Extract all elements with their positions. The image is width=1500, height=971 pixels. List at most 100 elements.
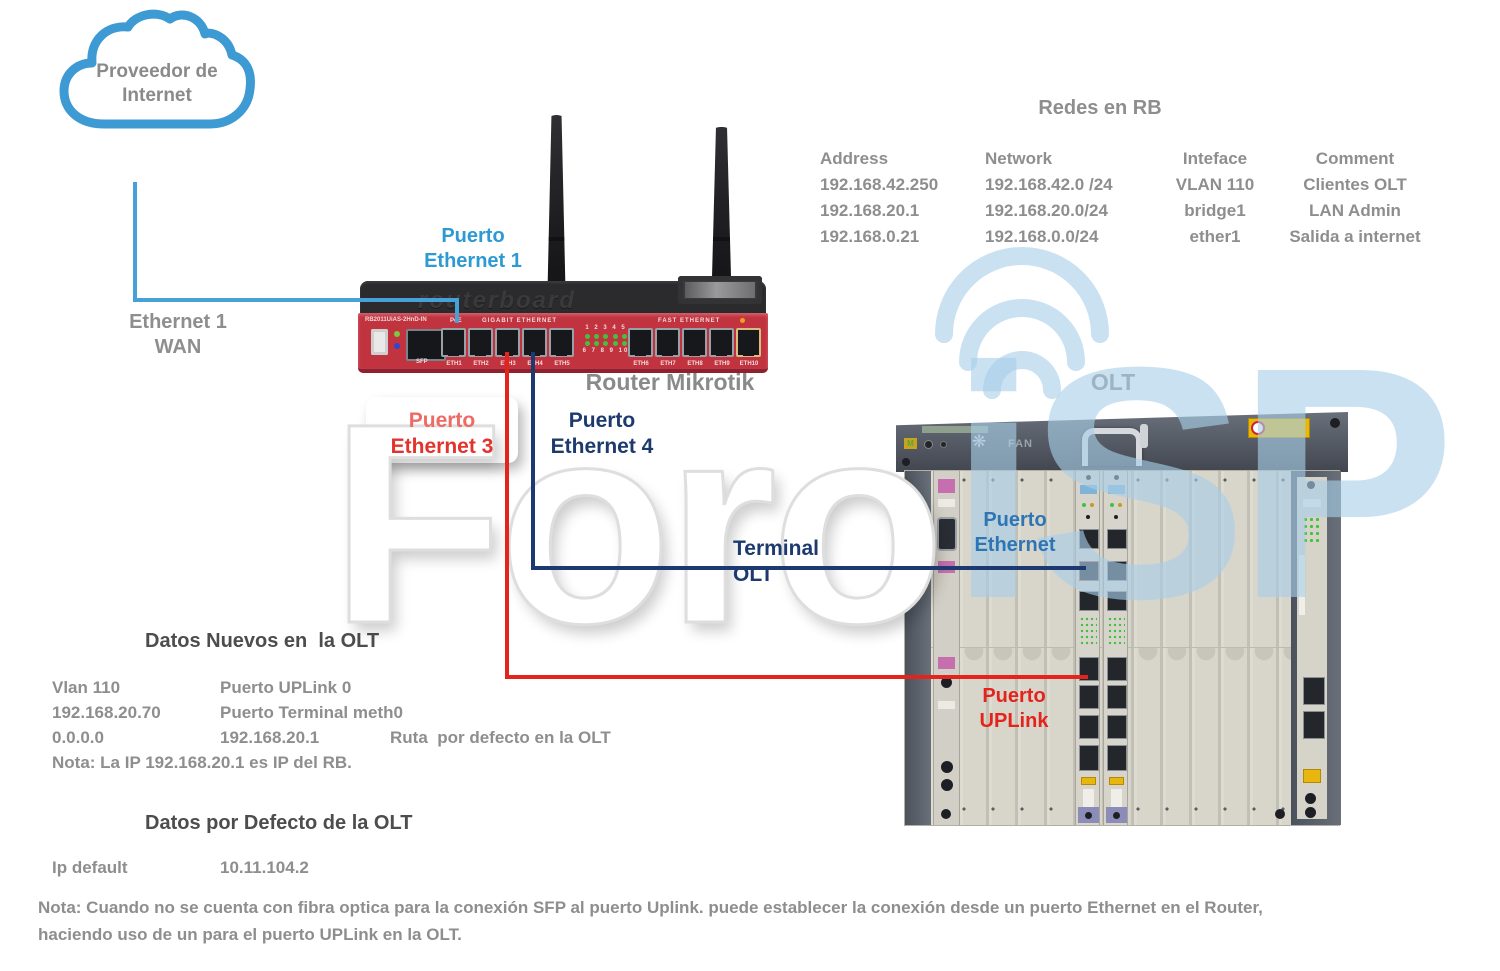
port-tab xyxy=(689,349,700,356)
router-antenna-left xyxy=(547,115,566,283)
cloud-label-line2: Internet xyxy=(122,85,192,106)
port-tab xyxy=(716,349,727,356)
label-terminal-olt: Terminal OLT xyxy=(733,537,819,587)
dd-cell: Ip default xyxy=(52,858,128,877)
label-puerto-ethernet4: Puerto Ethernet 4 xyxy=(532,408,672,461)
label-line: Puerto xyxy=(568,409,636,432)
dn-cell: Puerto UPLink 0 xyxy=(220,678,352,697)
label-line: Ethernet 1 xyxy=(424,250,522,272)
card-label xyxy=(1303,499,1321,507)
led-dot xyxy=(585,341,591,346)
card-latch-strip xyxy=(1299,555,1305,615)
label-line: Ethernet 3 xyxy=(390,435,494,459)
label-line: Puerto xyxy=(441,225,505,247)
poe-label: PoE xyxy=(450,318,462,324)
screw xyxy=(1114,475,1119,480)
screw xyxy=(941,809,951,819)
label-ethernet1-wan: Ethernet 1 WAN xyxy=(108,310,248,360)
datos-nuevos-row: Vlan 110 Puerto UPLink 0 xyxy=(52,678,351,698)
led-dot xyxy=(612,334,618,339)
router-faceplate: RB2011UiAS-2HnD-IN SFP PoE GIGABIT ETHER… xyxy=(358,313,768,373)
cell-network: 192.168.42.0 /24 xyxy=(985,175,1113,194)
label-line: Puerto xyxy=(983,509,1047,531)
uplink-port xyxy=(1079,745,1099,771)
watermark-isp: iSP xyxy=(948,298,1456,667)
datos-nuevos-nota: Nota: La IP 192.168.20.1 es IP del RB. xyxy=(52,753,352,772)
port-label: ETH2 xyxy=(473,361,489,367)
cell-inteface: ether1 xyxy=(1189,227,1241,246)
eth-port xyxy=(1107,561,1127,581)
label-line: Ethernet 1 xyxy=(129,311,227,333)
cloud-label: Proveedor de Internet xyxy=(52,60,262,108)
label-line: UPLink xyxy=(979,710,1049,732)
cell-network: 192.168.20.0/24 xyxy=(985,201,1108,220)
rb-networks-table: Address Network Inteface Comment 192.168… xyxy=(820,146,1440,250)
sfp-port xyxy=(406,329,446,361)
warning-sticker-small xyxy=(1109,777,1124,785)
label-line: WAN xyxy=(154,336,202,358)
led-dot xyxy=(612,341,618,346)
card-led xyxy=(1090,503,1094,507)
internet-cloud: Proveedor de Internet xyxy=(52,8,262,158)
card-name-chip xyxy=(1108,485,1125,494)
card-label-strip xyxy=(1111,789,1122,813)
card-latch xyxy=(1106,807,1127,823)
led-dot xyxy=(603,334,609,339)
cloud-label-line1: Proveedor de xyxy=(96,61,218,82)
led-dot xyxy=(621,341,627,346)
warning-sticker xyxy=(1248,418,1310,438)
fast-ethernet-label: FAST ETHERNET xyxy=(658,318,721,324)
led-dot xyxy=(585,334,591,339)
eth-port xyxy=(1107,591,1127,611)
led-dots xyxy=(583,333,629,347)
card-label-strip xyxy=(1083,789,1094,813)
router-port-eth5: ETH5 xyxy=(549,328,574,367)
uplink-port xyxy=(1107,745,1127,771)
screw xyxy=(1085,812,1092,819)
router-lcd-screen xyxy=(678,276,762,304)
round-connector xyxy=(941,761,953,773)
screw xyxy=(1275,809,1285,819)
router-model-text: RB2011UiAS-2HnD-IN xyxy=(365,317,427,323)
label-line: Puerto xyxy=(408,409,476,432)
handle-bracket xyxy=(1140,424,1148,448)
router-top-panel: routerboard xyxy=(360,276,766,315)
screw xyxy=(1307,481,1315,489)
datos-nuevos-row: 192.168.20.70 Puerto Terminal meth0 xyxy=(52,703,403,723)
port-tab xyxy=(743,349,754,356)
screw xyxy=(1113,812,1120,819)
uplink-port xyxy=(1107,657,1127,681)
label-puerto-ethernet1: Puerto Ethernet 1 xyxy=(408,224,538,274)
routerboard-logo: routerboard xyxy=(418,287,577,314)
col-header-network: Network xyxy=(985,149,1053,168)
round-connector xyxy=(1305,807,1316,818)
card-led-grid xyxy=(1108,617,1125,645)
dn-cell: Ruta por defecto en la OLT xyxy=(390,728,611,747)
router-port-eth6: ETH6 xyxy=(628,328,653,367)
cell-inteface: bridge1 xyxy=(1184,201,1246,220)
label-puerto-uplink: Puerto UPLink xyxy=(954,684,1074,734)
cell-address: 192.168.0.21 xyxy=(820,227,920,246)
uplink-port xyxy=(1079,685,1099,709)
router-port-eth4: ETH4 xyxy=(522,328,547,367)
label-puerto-ethernet3: Puerto Ethernet 3 xyxy=(372,408,512,461)
led-dot xyxy=(594,334,600,339)
footer-note-line1: Nota: Cuando no se cuenta con fibra opti… xyxy=(38,898,1263,917)
fan-connector xyxy=(940,441,947,448)
led-numbers-bottom: 6 7 8 9 10 xyxy=(582,348,630,354)
router-port-eth1: ETH1 xyxy=(441,328,466,367)
dn-cell: 192.168.20.70 xyxy=(52,703,161,722)
router-port-eth10: ETH10 xyxy=(736,328,761,367)
datos-defecto-title: Datos por Defecto de la OLT xyxy=(145,812,413,834)
col-header-comment: Comment xyxy=(1315,149,1395,168)
led-dot xyxy=(594,341,600,346)
dd-cell: 10.11.104.2 xyxy=(220,858,309,877)
antenna-joint xyxy=(547,237,566,241)
sfp-label: SFP xyxy=(416,359,428,365)
warning-sticker-small xyxy=(1081,777,1096,785)
router-port-eth8: ETH8 xyxy=(682,328,707,367)
cell-comment: Clientes OLT xyxy=(1303,175,1407,194)
cell-comment: LAN Admin xyxy=(1309,201,1401,220)
label-line: Ethernet 4 xyxy=(550,435,654,459)
